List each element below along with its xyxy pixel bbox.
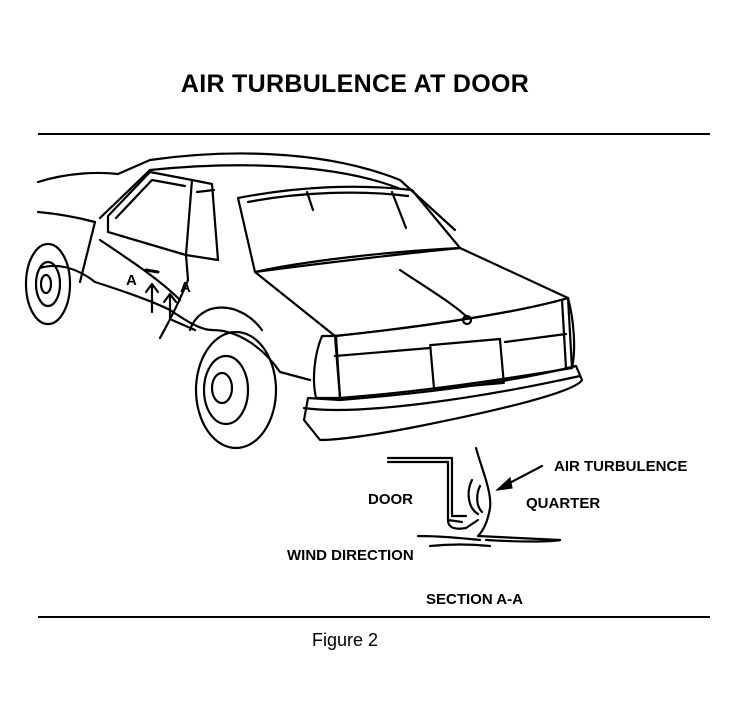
bottom-divider xyxy=(38,616,710,618)
section-marker-right: A xyxy=(180,279,191,296)
wind-direction-label: WIND DIRECTION xyxy=(287,547,414,564)
air-turbulence-label: AIR TURBULENCE xyxy=(554,458,687,475)
section-arrow-right xyxy=(162,292,178,320)
front-wheel xyxy=(24,242,72,326)
quarter-label: QUARTER xyxy=(526,495,600,512)
figure-caption: Figure 2 xyxy=(311,630,379,650)
section-detail xyxy=(386,446,562,548)
figure-title: AIR TURBULENCE AT DOOR xyxy=(180,70,530,98)
door-outline xyxy=(106,230,190,340)
rear-panel xyxy=(333,296,574,400)
section-label: SECTION A-A xyxy=(426,591,523,608)
left-tail-light xyxy=(312,334,342,400)
section-arrow-left xyxy=(144,282,160,314)
trunk-lid xyxy=(253,246,570,338)
rear-bumper xyxy=(302,364,584,442)
door-label: DOOR xyxy=(368,491,413,508)
roof-outline xyxy=(116,152,457,232)
section-marker-left: A xyxy=(126,272,137,289)
front-hood xyxy=(36,171,120,184)
rear-wheel xyxy=(194,330,278,450)
top-divider xyxy=(38,133,710,135)
door-window xyxy=(106,170,194,257)
